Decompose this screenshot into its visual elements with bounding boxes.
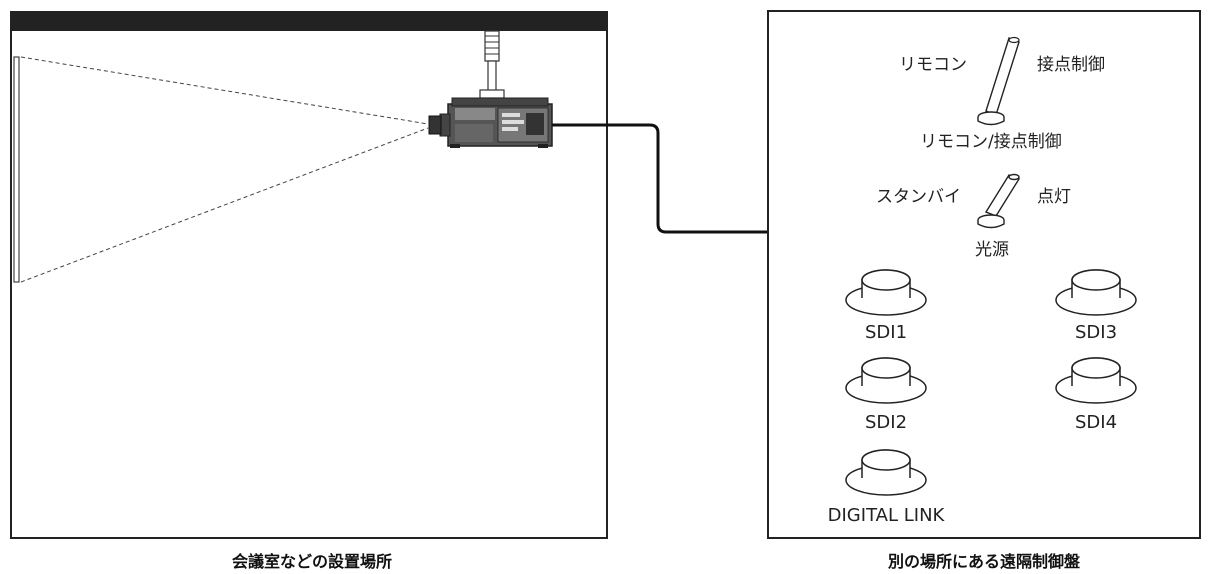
push-button-sdi2-graphic <box>845 357 927 404</box>
push-button-digital-link-graphic <box>845 449 927 496</box>
conference-room <box>10 11 608 539</box>
switch2-left-label: スタンバイ <box>876 187 961 207</box>
switch1-label: リモコン/接点制御 <box>920 132 1062 152</box>
button-label-sdi2: SDI2 <box>864 412 908 433</box>
room-caption: 会議室などの設置場所 <box>232 552 393 571</box>
toggle-switch-light-source <box>977 173 1021 229</box>
control-cable <box>552 123 768 234</box>
toggle-switch-remote-contact <box>977 36 1020 126</box>
ceiling <box>11 12 607 31</box>
push-button-sdi4-graphic <box>1055 357 1137 404</box>
button-label-digital-link: DIGITAL LINK <box>827 505 945 526</box>
button-label-sdi1: SDI1 <box>864 322 908 343</box>
button-label-sdi3: SDI3 <box>1074 322 1118 343</box>
switch1-left-label: リモコン <box>899 55 967 75</box>
switch2-label: 光源 <box>975 240 1009 260</box>
projector <box>428 97 553 148</box>
ceiling-mount <box>479 30 505 99</box>
remote-control-panel <box>767 10 1201 539</box>
switch2-right-label: 点灯 <box>1037 187 1071 207</box>
projection-screen <box>13 56 20 283</box>
push-button-sdi1-graphic <box>845 269 927 316</box>
panel-caption: 別の場所にある遠隔制御盤 <box>888 552 1081 571</box>
push-button-sdi3-graphic <box>1055 269 1137 316</box>
button-label-sdi4: SDI4 <box>1074 412 1118 433</box>
projection-beam <box>20 56 429 283</box>
switch1-right-label: 接点制御 <box>1037 55 1105 75</box>
